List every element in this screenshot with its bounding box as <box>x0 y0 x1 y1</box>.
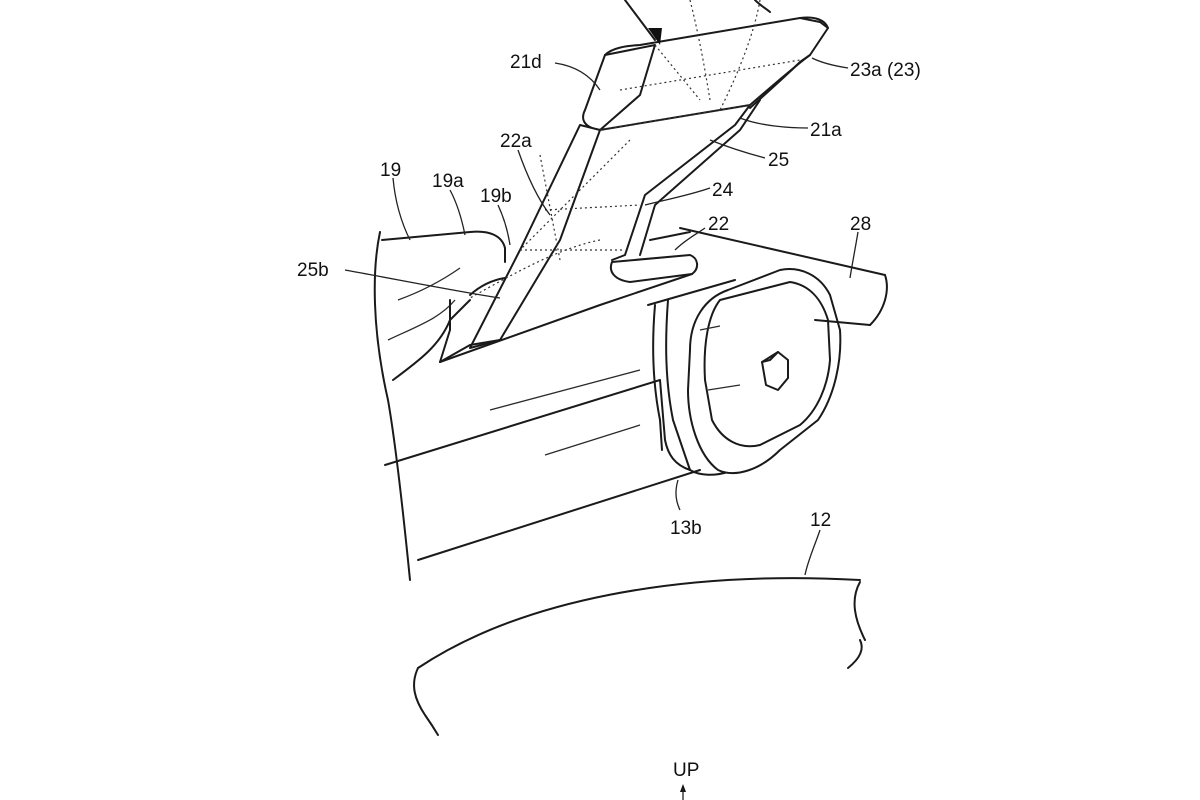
label-22: 22 <box>708 214 729 235</box>
label-28: 28 <box>850 214 871 235</box>
bar-28 <box>649 227 888 326</box>
label-19: 19 <box>380 160 401 181</box>
label-22a: 22a <box>500 131 532 152</box>
part-12 <box>413 577 866 736</box>
leader-lines <box>344 57 859 576</box>
label-24: 24 <box>712 180 734 201</box>
label-21a: 21a <box>810 120 842 141</box>
top-line-right <box>754 0 771 13</box>
body-panel-19 <box>373 230 506 581</box>
label-19b: 19b <box>480 186 512 207</box>
label-25: 25 <box>768 150 789 171</box>
label-12: 12 <box>810 510 831 531</box>
label-19a: 19a <box>432 171 464 192</box>
label-25b: 25b <box>297 260 329 281</box>
label-23a: 23a (23) <box>850 60 921 81</box>
lamp-unit <box>687 268 842 475</box>
up-indicator: UP <box>673 760 699 800</box>
top-arrow-line <box>624 0 656 41</box>
label-13b: 13b <box>670 518 702 539</box>
label-21d: 21d <box>510 52 542 73</box>
top-arrow-head <box>648 28 662 45</box>
label-up: UP <box>673 760 699 781</box>
